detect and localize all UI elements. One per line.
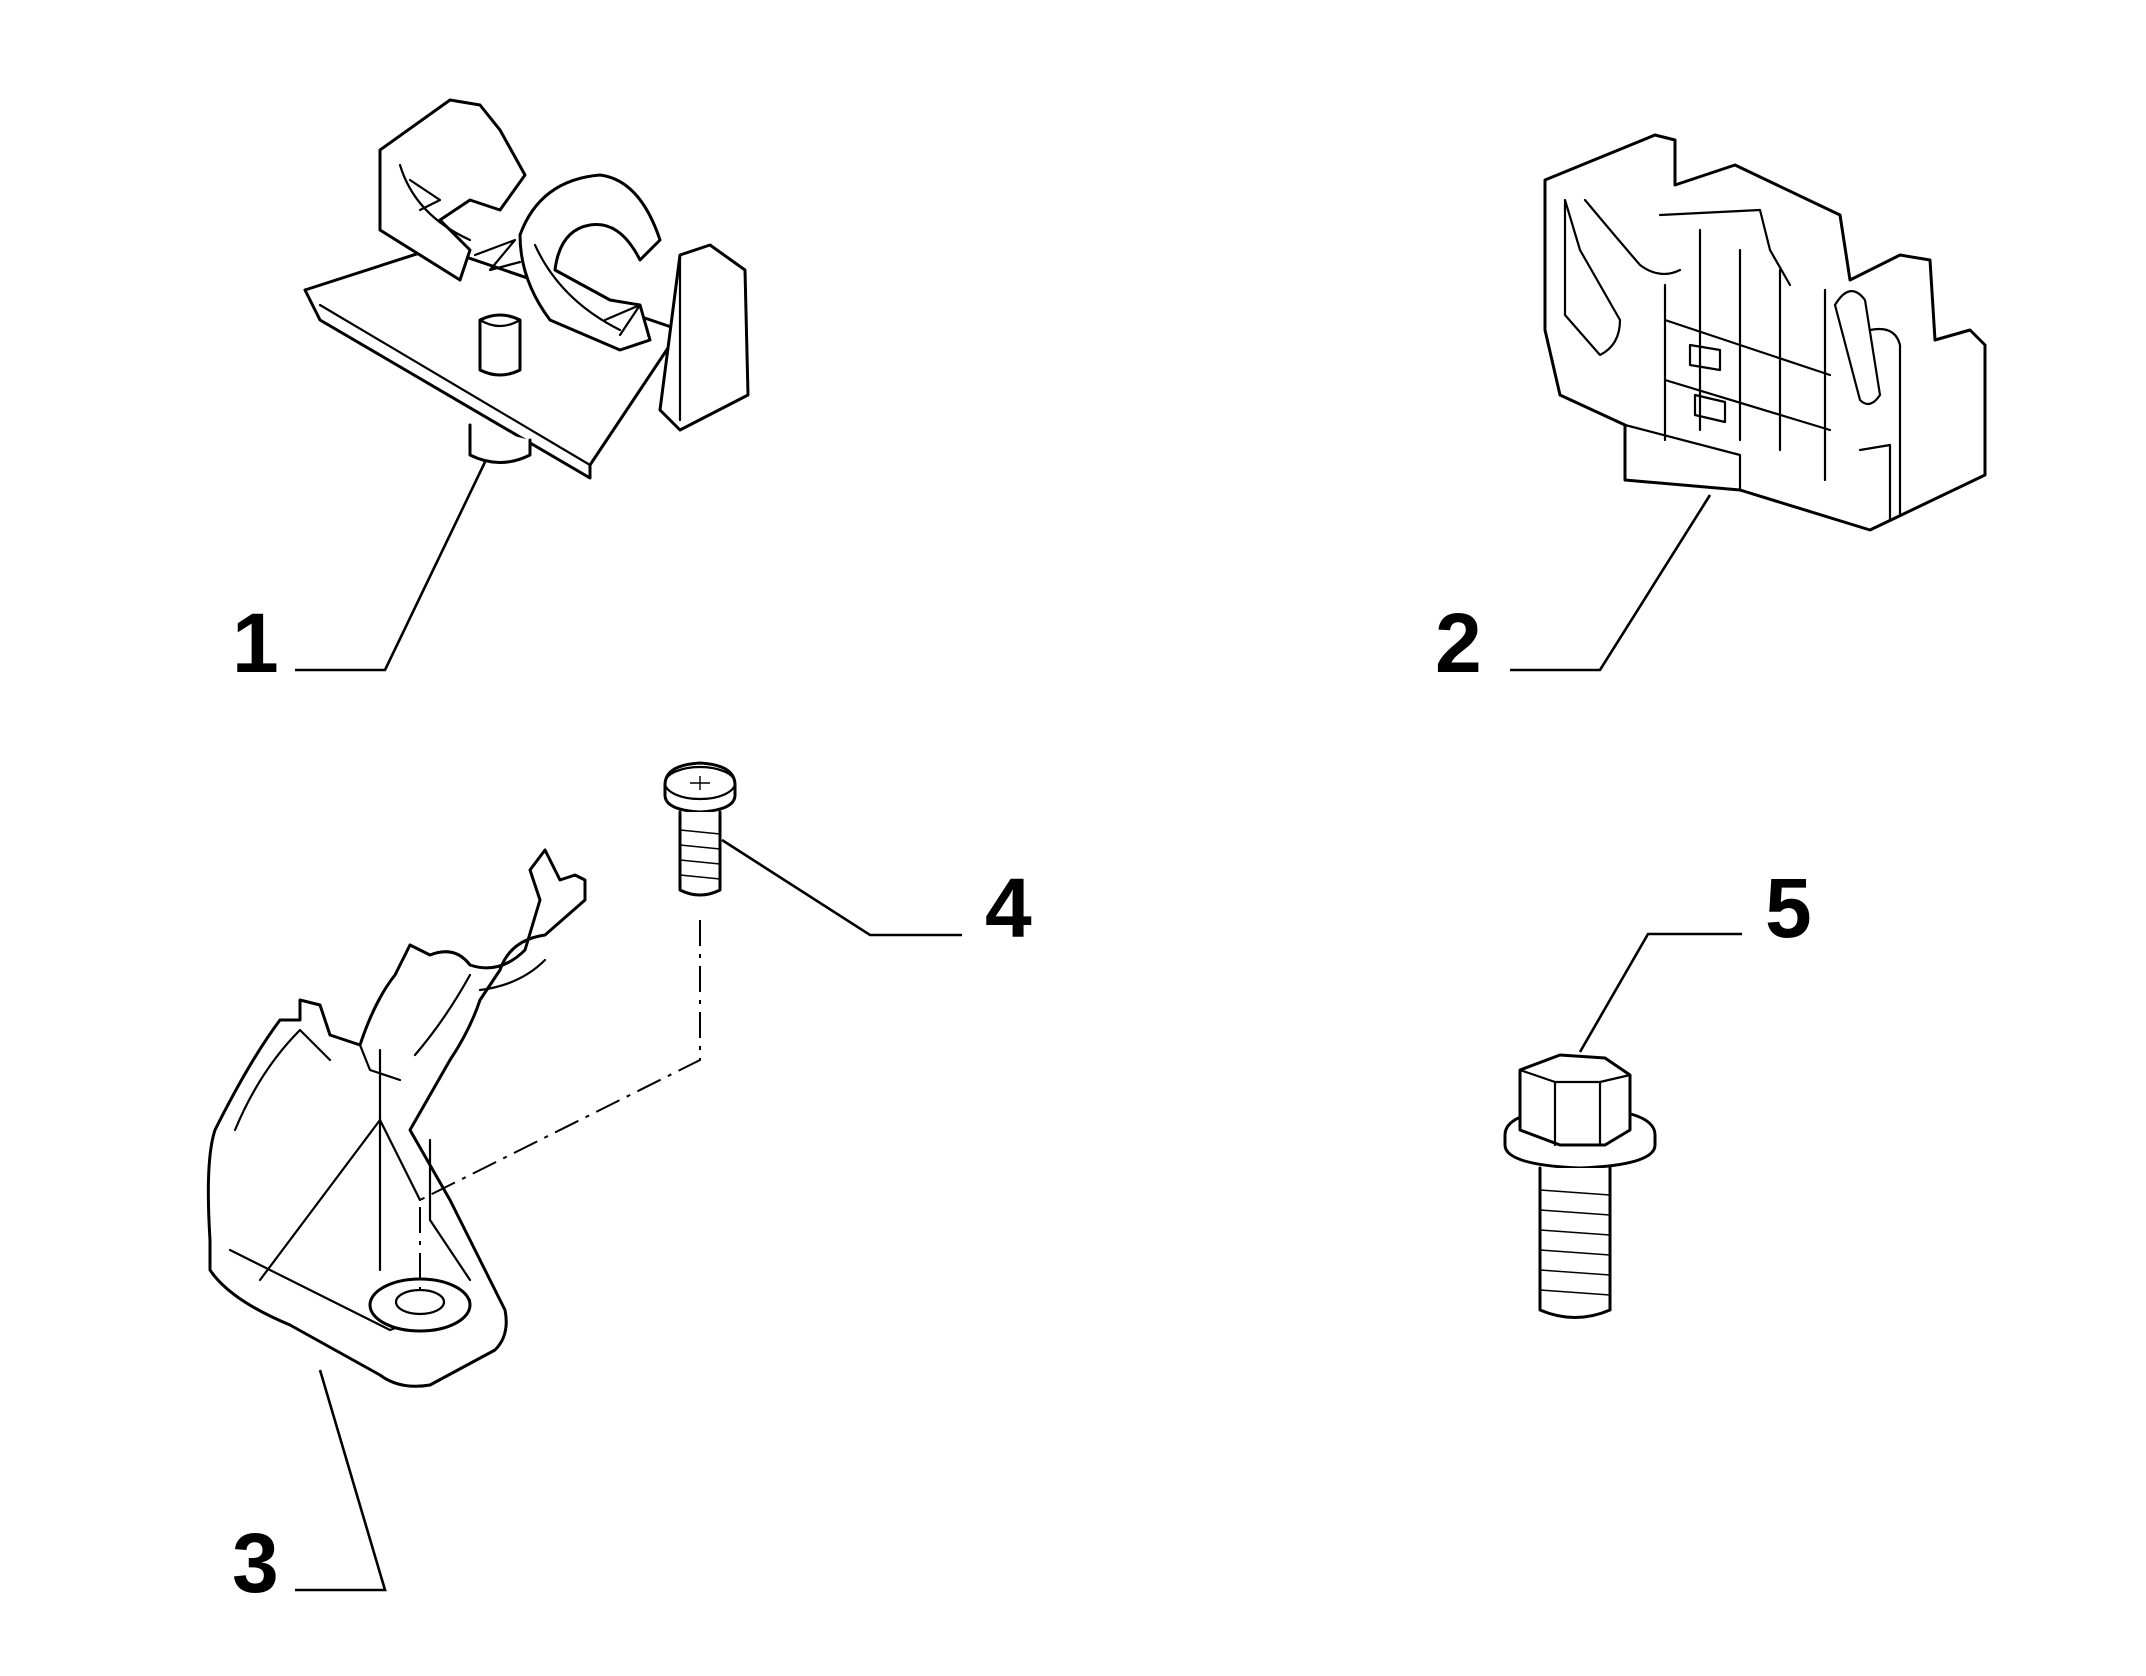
assembly-centerline — [419, 920, 701, 1290]
part-4-screw — [663, 761, 737, 897]
part-2-cable-holder — [1543, 133, 1987, 532]
leader-5 — [1578, 932, 1742, 1053]
leader-1 — [295, 461, 487, 672]
leader-4 — [721, 838, 962, 937]
part-3-bracket — [206, 848, 587, 1388]
callout-3: 3 — [232, 1516, 279, 1610]
callout-1: 1 — [232, 596, 279, 690]
callout-2: 2 — [1435, 596, 1482, 690]
callout-5: 5 — [1765, 861, 1812, 955]
leader-3 — [295, 1369, 387, 1592]
callout-4: 4 — [985, 861, 1032, 955]
leader-2 — [1510, 494, 1712, 672]
part-1-pipe-clip — [303, 98, 750, 480]
part-5-hex-bolt — [1503, 1053, 1657, 1319]
